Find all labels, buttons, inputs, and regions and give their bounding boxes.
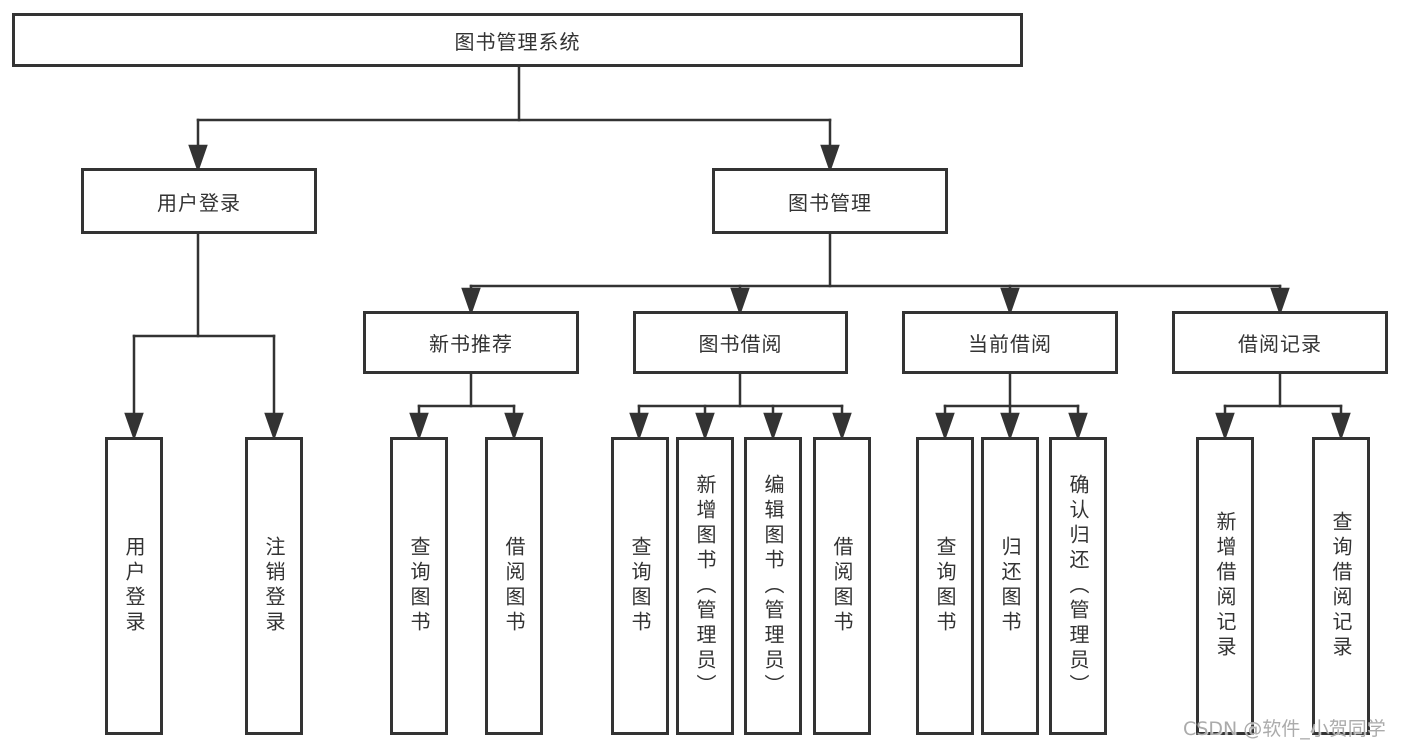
- node-book-borrow: 图书借阅: [633, 311, 848, 374]
- leaf-current-return: 归还图书: [981, 437, 1039, 735]
- leaf-user-login: 用户登录: [105, 437, 163, 735]
- node-borrow-records: 借阅记录: [1172, 311, 1388, 374]
- csdn-watermark: CSDN @软件_小贺同学: [1183, 718, 1386, 740]
- leaf-current-confirm-label: 确认归还（管理员）: [1066, 473, 1090, 699]
- leaf-records-add-label: 新增借阅记录: [1213, 511, 1237, 661]
- connector-root-to-level1: [188, 65, 840, 173]
- leaf-user-login-label: 用户登录: [122, 536, 146, 636]
- leaf-logout-label: 注销登录: [262, 536, 286, 636]
- leaf-borrow-borrow: 借阅图书: [813, 437, 871, 735]
- connector-borrowrecords-to-leaves: [1215, 372, 1351, 441]
- leaf-borrow-query-label: 查询图书: [628, 536, 652, 636]
- node-new-books: 新书推荐: [363, 311, 579, 374]
- node-borrow-records-label: 借阅记录: [1238, 332, 1322, 356]
- connector-userlogin-to-leaves: [124, 232, 284, 441]
- leaf-borrow-borrow-label: 借阅图书: [830, 536, 854, 636]
- connector-currentborrow-to-leaves: [935, 372, 1088, 441]
- leaf-records-add: 新增借阅记录: [1196, 437, 1254, 735]
- node-current-borrow-label: 当前借阅: [968, 332, 1052, 356]
- leaf-newbooks-borrow-label: 借阅图书: [502, 536, 526, 636]
- node-new-books-label: 新书推荐: [429, 332, 513, 356]
- leaf-current-confirm: 确认归还（管理员）: [1049, 437, 1107, 735]
- node-user-login-label: 用户登录: [157, 190, 241, 215]
- leaf-borrow-edit: 编辑图书（管理员）: [744, 437, 802, 735]
- connector-bookborrow-to-leaves: [629, 372, 852, 441]
- node-root: 图书管理系统: [12, 13, 1023, 67]
- node-book-mgmt: 图书管理: [712, 168, 948, 234]
- leaf-borrow-edit-label: 编辑图书（管理员）: [761, 473, 785, 699]
- node-book-mgmt-label: 图书管理: [788, 190, 872, 215]
- leaf-current-return-label: 归还图书: [998, 536, 1022, 636]
- node-root-label: 图书管理系统: [454, 29, 581, 54]
- leaf-newbooks-query-label: 查询图书: [407, 536, 431, 636]
- leaf-current-query: 查询图书: [916, 437, 974, 735]
- connector-newbooks-to-leaves: [409, 372, 524, 441]
- connector-bookmgmt-to-level2: [461, 232, 1290, 316]
- leaf-borrow-query: 查询图书: [611, 437, 669, 735]
- leaf-current-query-label: 查询图书: [933, 536, 957, 636]
- node-user-login: 用户登录: [81, 168, 317, 234]
- leaf-records-query-label: 查询借阅记录: [1329, 511, 1353, 661]
- node-current-borrow: 当前借阅: [902, 311, 1118, 374]
- leaf-borrow-add-label: 新增图书（管理员）: [693, 473, 717, 699]
- leaf-newbooks-query: 查询图书: [390, 437, 448, 735]
- leaf-records-query: 查询借阅记录: [1312, 437, 1370, 735]
- leaf-logout: 注销登录: [245, 437, 303, 735]
- leaf-newbooks-borrow: 借阅图书: [485, 437, 543, 735]
- leaf-borrow-add: 新增图书（管理员）: [676, 437, 734, 735]
- node-book-borrow-label: 图书借阅: [698, 332, 783, 356]
